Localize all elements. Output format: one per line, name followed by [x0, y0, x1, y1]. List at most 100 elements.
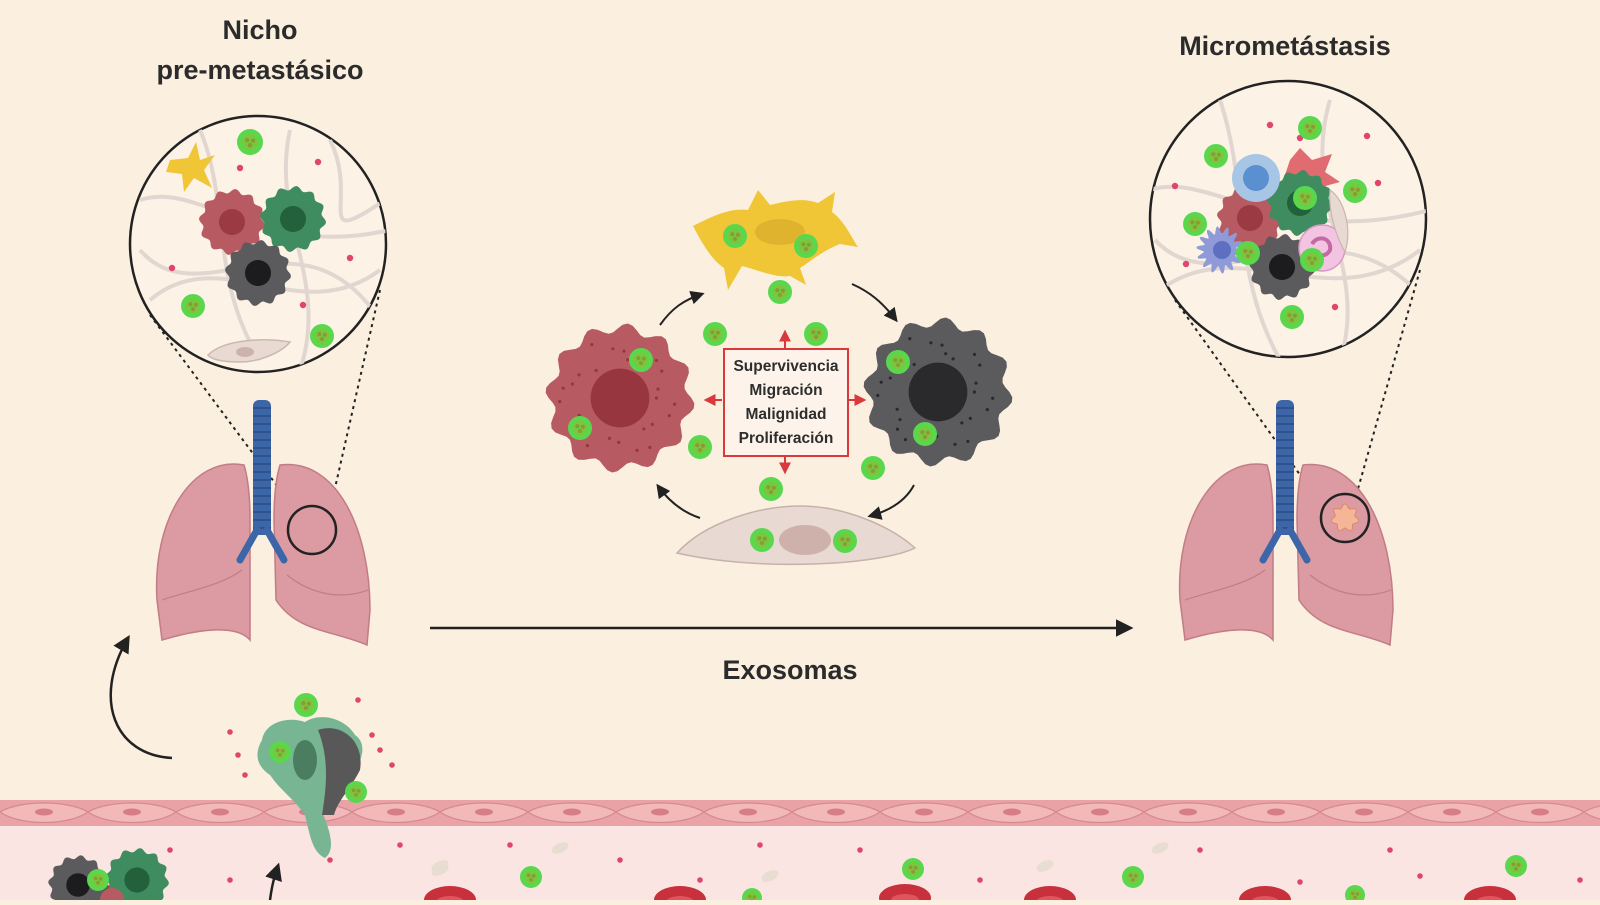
- exosome: [1293, 186, 1317, 210]
- lungs-right: [1178, 400, 1394, 647]
- exosome: [1122, 866, 1144, 888]
- exosome: [1236, 241, 1260, 265]
- exosome: [1183, 212, 1207, 236]
- particle: [757, 842, 763, 848]
- circulating-tumor-cells: [48, 848, 169, 905]
- particle: [1331, 303, 1339, 311]
- effect-survival: Supervivencia: [733, 357, 839, 375]
- particle: [235, 752, 241, 758]
- particle: [507, 842, 513, 848]
- pre-metastatic-niche-title: Nicho pre-metastásico: [110, 10, 410, 90]
- platelet: [431, 864, 449, 876]
- tumor-cell-red: [545, 323, 695, 473]
- exosome: [759, 477, 783, 501]
- effect-malignancy: Malignidad: [745, 405, 827, 423]
- particle: [369, 732, 375, 738]
- particle: [617, 857, 623, 863]
- stromal-cell-small: [206, 339, 292, 363]
- exosome: [886, 350, 910, 374]
- particle: [397, 842, 403, 848]
- exosome: [520, 866, 542, 888]
- platelet: [1036, 860, 1054, 872]
- platelet: [761, 870, 779, 882]
- particle: [1297, 879, 1303, 885]
- tumor-cell-gray: [863, 317, 1013, 467]
- intravasation-arrow: [265, 862, 282, 901]
- particle: [227, 729, 233, 735]
- red-particles: [168, 158, 354, 309]
- metastasis-spot: [1330, 503, 1360, 532]
- particle: [857, 847, 863, 853]
- red-particles: [1171, 121, 1382, 311]
- particle: [236, 164, 244, 172]
- exosomes-label: Exosomas: [722, 655, 858, 685]
- exosome: [861, 456, 885, 480]
- micrometastasis-title: Micrometástasis: [1179, 31, 1391, 61]
- fibroblast: [693, 190, 858, 290]
- platelet: [1151, 842, 1169, 854]
- endothelial-cells: [0, 802, 1600, 824]
- lung-right-lobe: [1296, 463, 1394, 647]
- particle: [1197, 847, 1203, 853]
- exosome: [902, 858, 924, 880]
- blood-vessel: [0, 800, 1600, 905]
- particle: [355, 697, 361, 703]
- particle: [299, 301, 307, 309]
- particle: [1182, 260, 1190, 268]
- exosome: [750, 528, 774, 552]
- particle: [168, 264, 176, 272]
- particle: [1577, 877, 1583, 883]
- tumor-cell-gray: [225, 240, 291, 306]
- stromal-cell: [1329, 188, 1349, 254]
- exosome: [345, 781, 367, 803]
- platelet: [551, 842, 569, 854]
- particle: [697, 877, 703, 883]
- stromal-cell: [675, 505, 917, 566]
- title-line-2: pre-metastásico: [156, 55, 364, 85]
- lung-left-lobe: [1178, 463, 1274, 643]
- exosome: [310, 324, 334, 348]
- trachea: [1259, 400, 1311, 564]
- lung-right-lobe: [273, 463, 371, 647]
- platelets: [431, 842, 1169, 882]
- fibroblast-small: [166, 142, 215, 192]
- particle: [1417, 873, 1423, 879]
- particle: [389, 762, 395, 768]
- exosome: [181, 294, 205, 318]
- tumor-cell-red: [199, 189, 265, 255]
- particle: [1363, 132, 1371, 140]
- metastasis-highlight: [1319, 492, 1371, 544]
- exosome: [913, 422, 937, 446]
- exosome: [568, 416, 592, 440]
- exosome: [688, 435, 712, 459]
- lungs-left: [155, 400, 371, 647]
- particle: [346, 254, 354, 262]
- particle: [1387, 847, 1393, 853]
- exosome: [629, 348, 653, 372]
- exosome: [294, 693, 318, 717]
- particle: [377, 747, 383, 753]
- particle: [242, 772, 248, 778]
- tumor-cell-green: [260, 186, 326, 252]
- exosome: [1280, 305, 1304, 329]
- tumor-cells-cluster: [199, 186, 326, 306]
- dissemination-arrow: [109, 634, 173, 760]
- exosome: [87, 869, 109, 891]
- particle: [1171, 182, 1179, 190]
- exosome: [1300, 248, 1324, 272]
- exosome: [703, 322, 727, 346]
- exosome: [269, 741, 291, 763]
- exosome: [804, 322, 828, 346]
- tumor-cells: [545, 317, 1013, 473]
- exosome: [723, 224, 747, 248]
- title-line-1: Nicho: [222, 15, 298, 45]
- particle: [167, 847, 173, 853]
- exosome: [237, 129, 263, 155]
- exosome: [1298, 116, 1322, 140]
- exosome: [794, 234, 818, 258]
- lung-left-lobe: [155, 463, 251, 643]
- exosome: [1505, 855, 1527, 877]
- exosome: [833, 529, 857, 553]
